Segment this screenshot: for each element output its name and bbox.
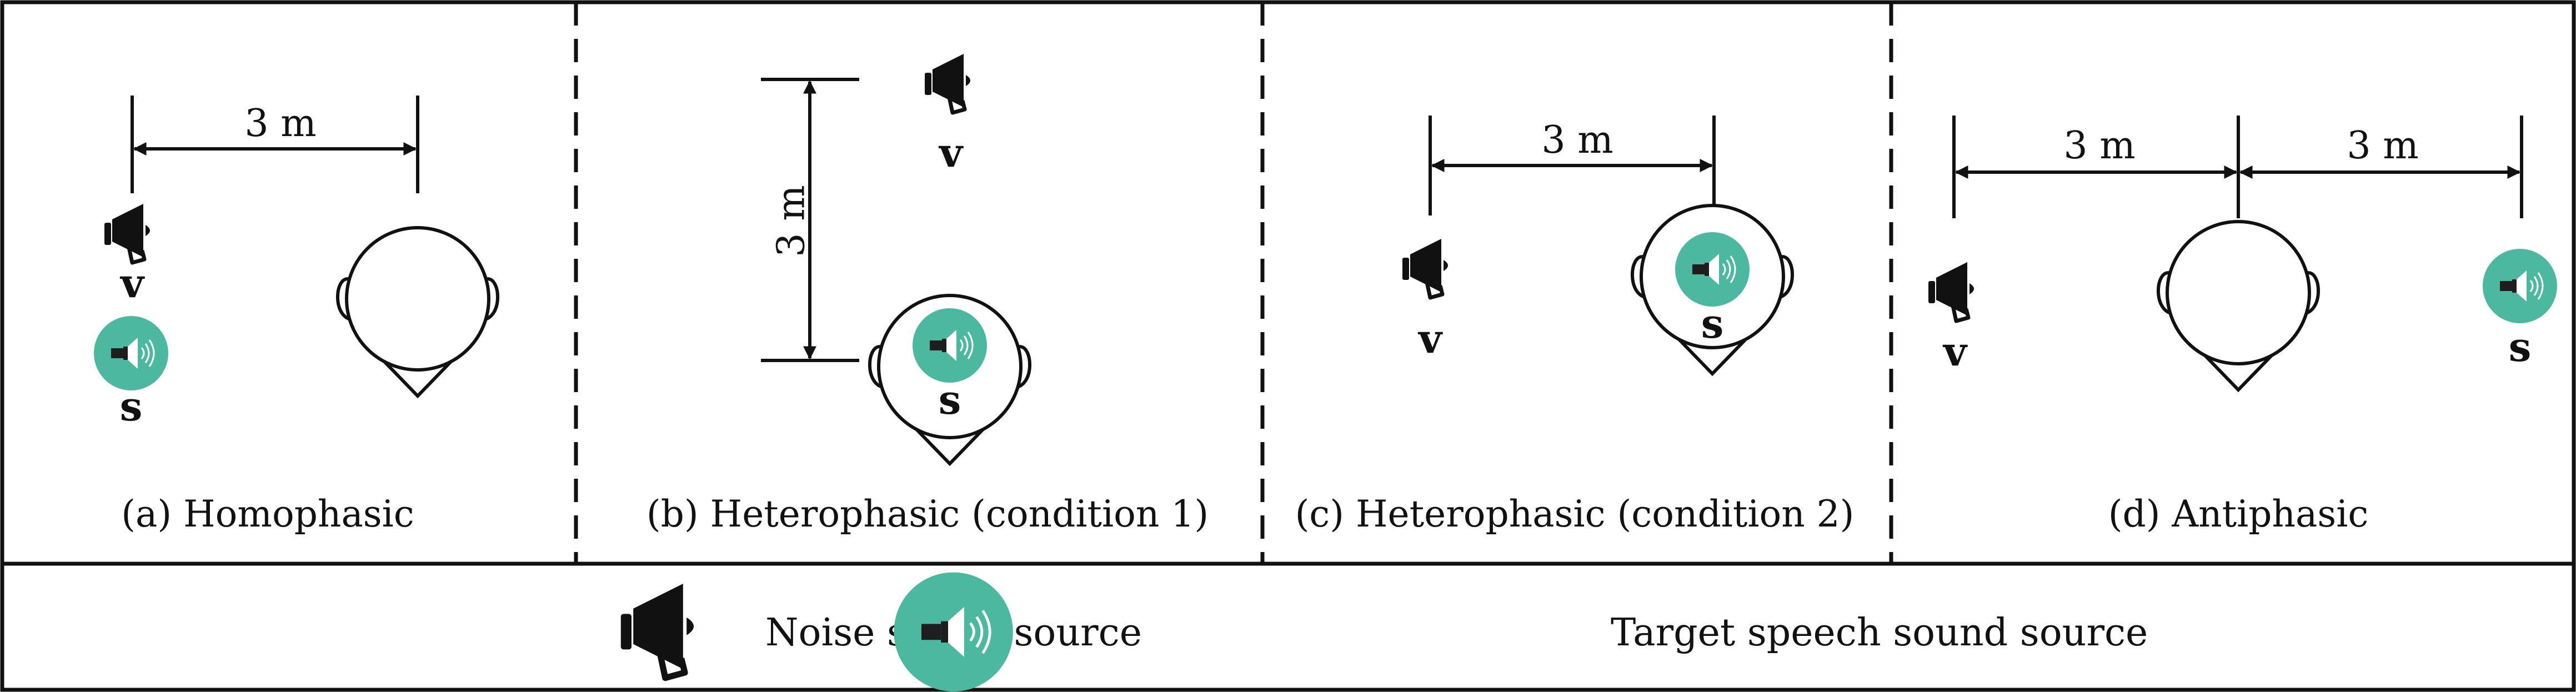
megaphone-icon (104, 204, 150, 263)
megaphone-icon (621, 584, 694, 678)
megaphone-icon (925, 54, 970, 113)
speaker-icon (911, 307, 988, 384)
panel-homophasic: 3 m v s (a) Homophasic (93, 96, 498, 535)
distance-label: 3 m (244, 102, 316, 146)
panel-caption: (b) Heterophasic (condition 1) (646, 493, 1209, 535)
distance-label-left: 3 m (2063, 124, 2135, 168)
panel-antiphasic: 3 m 3 m v s (d) Antiphasic (1928, 116, 2558, 535)
noise-source-label: v (1417, 315, 1443, 362)
legend-speech-label: Target speech sound source (1611, 611, 2148, 655)
speaker-icon (894, 573, 1013, 691)
panel-heterophasic-condition-1: 3 m v s (b) Heterophasic (condition 1) (646, 54, 1209, 535)
speaker-icon (93, 315, 169, 392)
distance-label-right: 3 m (2347, 124, 2418, 168)
megaphone-icon (1928, 262, 1974, 321)
megaphone-icon (1402, 239, 1448, 298)
listener-head (2158, 222, 2318, 390)
noise-source-label: v (938, 129, 964, 176)
listener-head (338, 228, 498, 396)
speech-source-label: s (939, 376, 961, 423)
legend: Noise sound source Target speech sound s… (621, 573, 2148, 691)
speech-source-label: s (120, 383, 143, 430)
noise-source-label: v (1942, 328, 1968, 375)
panel-caption: (c) Heterophasic (condition 2) (1295, 493, 1855, 535)
speaker-icon (1674, 231, 1751, 308)
distance-label: 3 m (770, 185, 814, 257)
speaker-icon (2482, 248, 2558, 324)
speech-source-label: s (2509, 323, 2532, 370)
speech-source-label: s (1701, 300, 1724, 347)
noise-source-label: v (119, 259, 145, 307)
panel-caption: (d) Antiphasic (2108, 493, 2369, 535)
panel-heterophasic-condition-2: 3 m v s (c) Heterophasic (condition 2) (1295, 116, 1855, 535)
distance-label: 3 m (1541, 118, 1613, 162)
panel-caption: (a) Homophasic (121, 493, 414, 535)
legend-frame (0, 561, 2576, 692)
